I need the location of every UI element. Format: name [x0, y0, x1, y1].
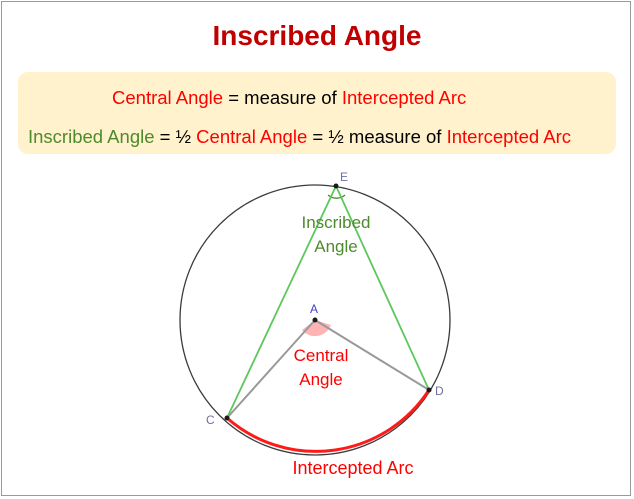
formula1-equals: = measure of [223, 87, 342, 108]
inscribed-label-1: Inscribed [302, 213, 371, 232]
point-label-c: C [206, 413, 215, 427]
formula2-inscribed-angle: Inscribed Angle [28, 126, 155, 147]
point-label-a: A [310, 302, 318, 316]
point-label-e: E [340, 170, 348, 184]
formula1-central-angle: Central Angle [112, 87, 224, 108]
chord-ec [226, 185, 337, 419]
point-a [312, 317, 318, 323]
central-angle-marker [302, 320, 331, 337]
point-d [426, 387, 432, 393]
intercepted-arc [226, 389, 431, 453]
formula2-equals-half: = ½ [154, 126, 197, 147]
radius-ac [226, 319, 316, 419]
formula2-intercepted-arc: Intercepted Arc [446, 126, 572, 147]
point-e [333, 183, 339, 189]
formula2-equals-half-measure: = ½ measure of [307, 126, 447, 147]
formula-box [18, 72, 616, 154]
page-title: Inscribed Angle [212, 20, 422, 51]
radius-ad [314, 319, 430, 391]
formula1-intercepted-arc: Intercepted Arc [341, 87, 467, 108]
circle [179, 184, 451, 456]
formula-line-1: Central Angle = measure of Intercepted A… [112, 87, 466, 109]
central-label-2: Angle [299, 370, 342, 389]
arc-label: Intercepted Arc [292, 458, 413, 478]
formula-line-2: Inscribed Angle = ½ Central Angle = ½ me… [28, 126, 571, 148]
point-label-d: D [435, 384, 444, 398]
chord-ed [335, 185, 430, 391]
inscribed-label-2: Angle [314, 237, 357, 256]
formula2-central-angle: Central Angle [196, 126, 308, 147]
central-label-1: Central [294, 346, 349, 365]
point-c [224, 415, 230, 421]
inscribed-angle-marker [327, 194, 346, 199]
